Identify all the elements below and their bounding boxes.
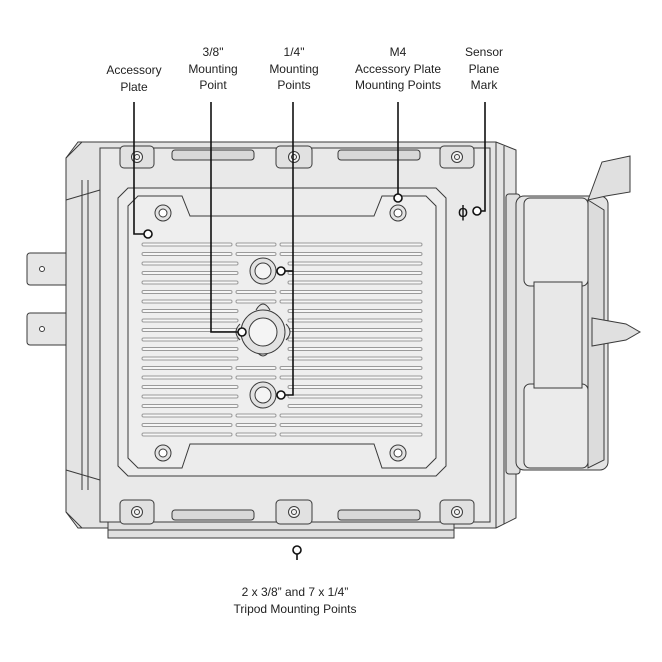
plate-rib bbox=[287, 385, 423, 389]
sensor-plane-symbol: ϕ bbox=[458, 202, 469, 221]
plate-rib bbox=[287, 271, 423, 275]
plate-rib bbox=[235, 366, 277, 370]
plate-rib bbox=[141, 280, 239, 285]
plate-rib bbox=[287, 347, 423, 351]
plate-rib bbox=[235, 242, 277, 247]
plate-rib bbox=[141, 318, 239, 323]
side-lug-lower bbox=[26, 312, 70, 346]
plate-rib bbox=[141, 432, 233, 437]
plate-rib bbox=[141, 404, 239, 408]
side-lug-upper bbox=[26, 252, 70, 286]
plate-rib bbox=[279, 375, 423, 380]
callout-m4-plate-line-1: M4 bbox=[389, 45, 407, 59]
plate-rib bbox=[279, 299, 423, 304]
plate-rib bbox=[279, 432, 423, 437]
plate-rib bbox=[141, 413, 233, 418]
plate-rib bbox=[279, 252, 423, 256]
plate-rib bbox=[287, 356, 423, 361]
lens-mount-assembly bbox=[505, 155, 642, 475]
plate-rib bbox=[235, 252, 277, 256]
plate-rib bbox=[287, 394, 423, 399]
plate-rib bbox=[141, 394, 239, 399]
plate-rib bbox=[235, 413, 277, 418]
plate-rib bbox=[141, 252, 233, 256]
plate-rib bbox=[279, 290, 423, 294]
callout-accessory-plate-line-2: Plate bbox=[120, 79, 148, 94]
plate-rib bbox=[287, 404, 423, 408]
callout-mount-3-8: 3/8" Mounting Point bbox=[178, 44, 248, 94]
callout-m4-plate-line-2: Accessory Plate bbox=[354, 61, 442, 76]
mount-1-4-upper bbox=[249, 257, 277, 285]
callout-mount-3-8-line-1: 3/8" bbox=[202, 45, 224, 59]
callout-tripod: 2 x 3/8” and 7 x 1/4” Tripod Mounting Po… bbox=[200, 584, 390, 617]
callout-m4-plate-line-3: Mounting Points bbox=[354, 78, 442, 92]
plate-rib bbox=[141, 356, 239, 361]
callout-tripod-line-1: 2 x 3/8” and 7 x 1/4” bbox=[241, 585, 349, 599]
plate-rib bbox=[279, 413, 423, 418]
callout-sensor-mark-line-3: Mark bbox=[470, 78, 498, 92]
plate-rib bbox=[141, 366, 233, 370]
plate-rib bbox=[141, 385, 239, 389]
plate-rib bbox=[141, 242, 233, 247]
plate-rib bbox=[287, 337, 423, 342]
plate-rib bbox=[141, 347, 239, 351]
callout-mount-1-4-line-2: Mounting bbox=[269, 61, 319, 76]
callout-tripod-line-2: Tripod Mounting Points bbox=[233, 601, 357, 616]
plate-rib bbox=[287, 309, 423, 313]
plate-rib bbox=[287, 318, 423, 323]
plate-rib bbox=[279, 366, 423, 370]
callout-m4-plate: M4 Accessory Plate Mounting Points bbox=[338, 44, 458, 94]
plate-rib bbox=[235, 375, 277, 380]
plate-rib bbox=[279, 242, 423, 247]
plate-ribs bbox=[141, 242, 423, 437]
plate-rib bbox=[141, 299, 233, 304]
plate-rib bbox=[235, 290, 277, 294]
plate-rib bbox=[141, 309, 239, 313]
callout-mount-1-4-line-1: 1/4" bbox=[283, 45, 305, 59]
plate-rib bbox=[287, 280, 423, 285]
plate-rib bbox=[235, 423, 277, 427]
mount-1-4-lower bbox=[249, 381, 277, 409]
plate-rib bbox=[279, 423, 423, 427]
plate-rib bbox=[287, 261, 423, 266]
callout-sensor-mark-line-1: Sensor bbox=[464, 45, 504, 59]
callout-mount-1-4-line-3: Points bbox=[277, 78, 311, 92]
plate-rib bbox=[287, 328, 423, 332]
callout-mount-3-8-line-3: Point bbox=[199, 78, 227, 92]
plate-rib bbox=[141, 328, 239, 332]
callout-accessory-plate: Accessory Plate bbox=[88, 62, 180, 95]
plate-rib bbox=[141, 271, 239, 275]
plate-rib bbox=[141, 290, 233, 294]
plate-rib bbox=[141, 375, 233, 380]
plate-rib bbox=[141, 337, 239, 342]
callout-mount-1-4: 1/4" Mounting Points bbox=[258, 44, 330, 94]
callout-sensor-mark-line-2: Plane bbox=[468, 61, 500, 76]
callout-mount-3-8-line-2: Mounting bbox=[188, 61, 238, 76]
bottom-edge-details bbox=[119, 499, 475, 525]
plate-rib bbox=[141, 261, 239, 266]
callout-dots bbox=[143, 193, 482, 555]
callout-sensor-mark: Sensor Plane Mark bbox=[448, 44, 520, 94]
plate-rib bbox=[235, 299, 277, 304]
plate-rib bbox=[141, 423, 233, 427]
callout-accessory-plate-line-1: Accessory bbox=[106, 63, 162, 77]
plate-rib bbox=[235, 432, 277, 437]
top-edge-details bbox=[119, 145, 475, 169]
